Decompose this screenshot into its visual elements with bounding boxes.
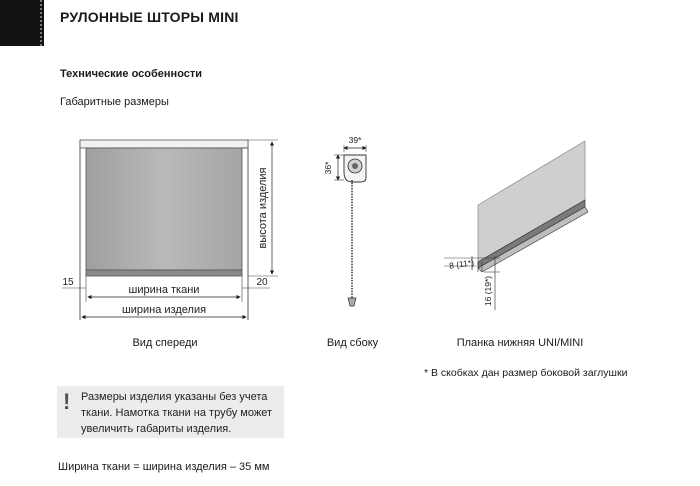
exclamation-icon: ! [63, 389, 71, 414]
front-view-drawing [62, 139, 278, 320]
page-title: РУЛОННЫЕ ШТОРЫ MINI [60, 9, 239, 25]
bottom-rail-caption: Планка нижняя UNI/MINI [456, 337, 584, 349]
info-text: Размеры изделия указаны без учета ткани.… [81, 391, 273, 435]
side-view-drawing [334, 145, 367, 307]
front-view-caption: Вид спереди [132, 337, 198, 349]
corner-dotted-line [40, 0, 42, 46]
section-subheading: Габаритные размеры [60, 96, 169, 108]
side-height-dim: 36* [323, 161, 333, 174]
side-width-dim: 39* [349, 135, 362, 145]
left-offset-dim: 15 [62, 277, 74, 288]
rail-top-dim: 8 (11*) [449, 257, 475, 270]
info-box: ! Размеры изделия указаны без учета ткан… [57, 386, 284, 438]
fabric-width-formula: Ширина ткани = ширина изделия – 35 мм [58, 461, 270, 473]
section-heading: Технические особенности [60, 68, 203, 80]
right-offset-dim: 20 [256, 277, 268, 288]
bottom-rail-drawing [444, 140, 589, 310]
corner-block [0, 0, 44, 46]
product-width-label: ширина изделия [122, 304, 206, 316]
product-height-label: высота изделия [257, 167, 269, 248]
footnote: * В скобках дан размер боковой заглушки [424, 367, 628, 379]
side-view-caption: Вид сбоку [326, 337, 379, 349]
fabric-width-label: ширина ткани [129, 284, 200, 296]
rail-side-dim: 16 (19*) [483, 276, 493, 306]
